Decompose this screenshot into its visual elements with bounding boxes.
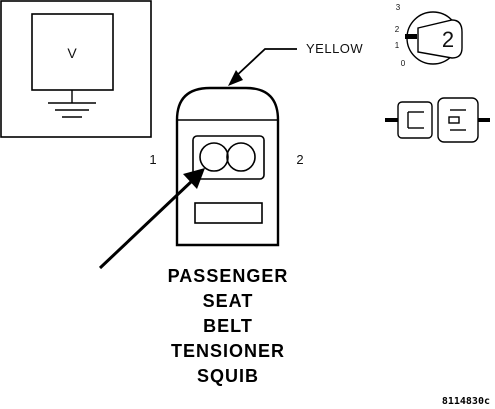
figure-code: 8114830c xyxy=(442,396,490,407)
terminal-cavity xyxy=(192,135,265,180)
ground-icon xyxy=(48,90,96,118)
wire-callout: YELLOW xyxy=(228,41,363,86)
meter-symbol: V xyxy=(67,45,77,61)
voltmeter-panel: V xyxy=(0,0,152,138)
connector-body xyxy=(175,86,280,247)
ignition-position-2: 2 xyxy=(395,25,400,34)
component-title: PASSENGER SEAT BELT TENSIONER SQUIB xyxy=(168,266,289,386)
callout-arrowhead xyxy=(228,70,243,86)
connector-latch xyxy=(194,202,263,224)
ignition-position-1: 1 xyxy=(395,41,400,50)
title-line-5: SQUIB xyxy=(197,366,259,386)
ignition-selected-position: 2 xyxy=(442,27,454,52)
ignition-key-head xyxy=(417,19,463,59)
probe-arrow xyxy=(98,168,205,270)
wire-color-label: YELLOW xyxy=(306,41,363,56)
title-line-2: SEAT xyxy=(203,291,254,311)
callout-leader-line xyxy=(233,48,297,79)
ignition-pointer xyxy=(405,34,417,39)
disconnected-connector-icon xyxy=(385,97,490,143)
meter-frame xyxy=(0,0,152,138)
pin-2-terminal xyxy=(226,142,256,172)
pin-right-label: 2 xyxy=(296,152,303,167)
probe-arrowhead xyxy=(183,168,205,189)
pin-1-terminal xyxy=(199,142,229,172)
title-line-1: PASSENGER xyxy=(168,266,289,286)
title-line-4: TENSIONER xyxy=(171,341,285,361)
ignition-position-3: 3 xyxy=(396,3,401,12)
ignition-position-0: 0 xyxy=(401,59,406,68)
title-line-3: BELT xyxy=(203,316,253,336)
squib-connector: 1 2 xyxy=(149,86,304,247)
ignition-key-icon: 3 2 1 0 2 xyxy=(395,3,463,68)
probe-arrow-shaft xyxy=(98,178,195,270)
pin-left-label: 1 xyxy=(149,152,156,167)
